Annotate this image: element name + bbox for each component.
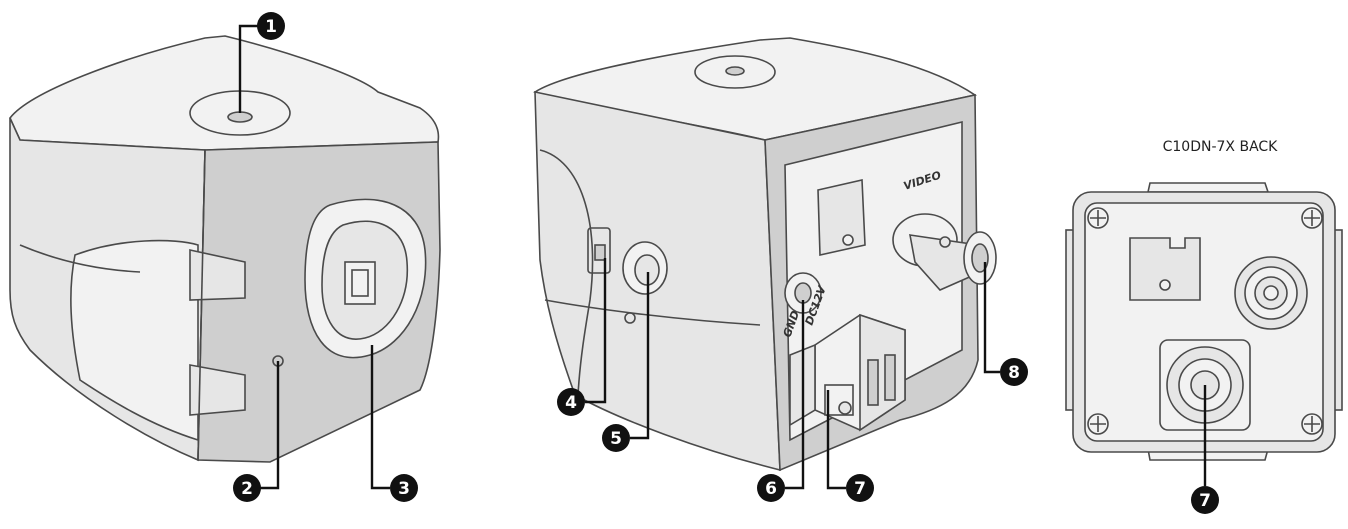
callout-4: 4 [557,388,585,416]
camera-front-view [9,35,441,463]
image-sensor [344,261,376,305]
callout-7: 7 [846,474,874,502]
leader-3 [370,345,390,490]
callout-7-back: 7 [1191,486,1219,514]
svg-text:4: 4 [565,393,577,413]
leader-8 [983,262,1000,374]
leader-5 [630,272,650,440]
back-bnc-connector [1234,256,1308,330]
leader-7 [826,390,846,490]
callout-2: 2 [233,474,261,502]
callout-3: 3 [390,474,418,502]
svg-text:8: 8 [1008,363,1020,383]
power-terminal-block [789,313,906,432]
callout-1: 1 [257,12,285,40]
back-label-plate [1129,237,1201,301]
side-adjust-dial [622,241,668,324]
callout-5: 5 [602,424,630,452]
svg-text:7: 7 [1199,491,1211,511]
svg-text:3: 3 [398,479,410,499]
corner-screw-icon [1087,207,1323,435]
svg-text:5: 5 [610,429,622,449]
leader-4 [585,258,607,404]
svg-text:7: 7 [854,479,866,499]
leader-1 [238,24,258,113]
label-plate [817,179,866,256]
callout-8: 8 [1000,358,1028,386]
svg-text:2: 2 [241,479,253,499]
lens-mount [304,198,427,359]
leader-2 [260,361,280,490]
back-view-caption: C10DN-7X BACK [1163,139,1279,155]
leader-6 [785,300,805,490]
video-bnc-connector [892,213,997,291]
side-cover [70,239,199,442]
svg-text:1: 1 [265,17,277,37]
svg-text:6: 6 [765,479,777,499]
callout-6: 6 [757,474,785,502]
camera-rear-view: VIDEO GND DC12V [533,37,997,472]
